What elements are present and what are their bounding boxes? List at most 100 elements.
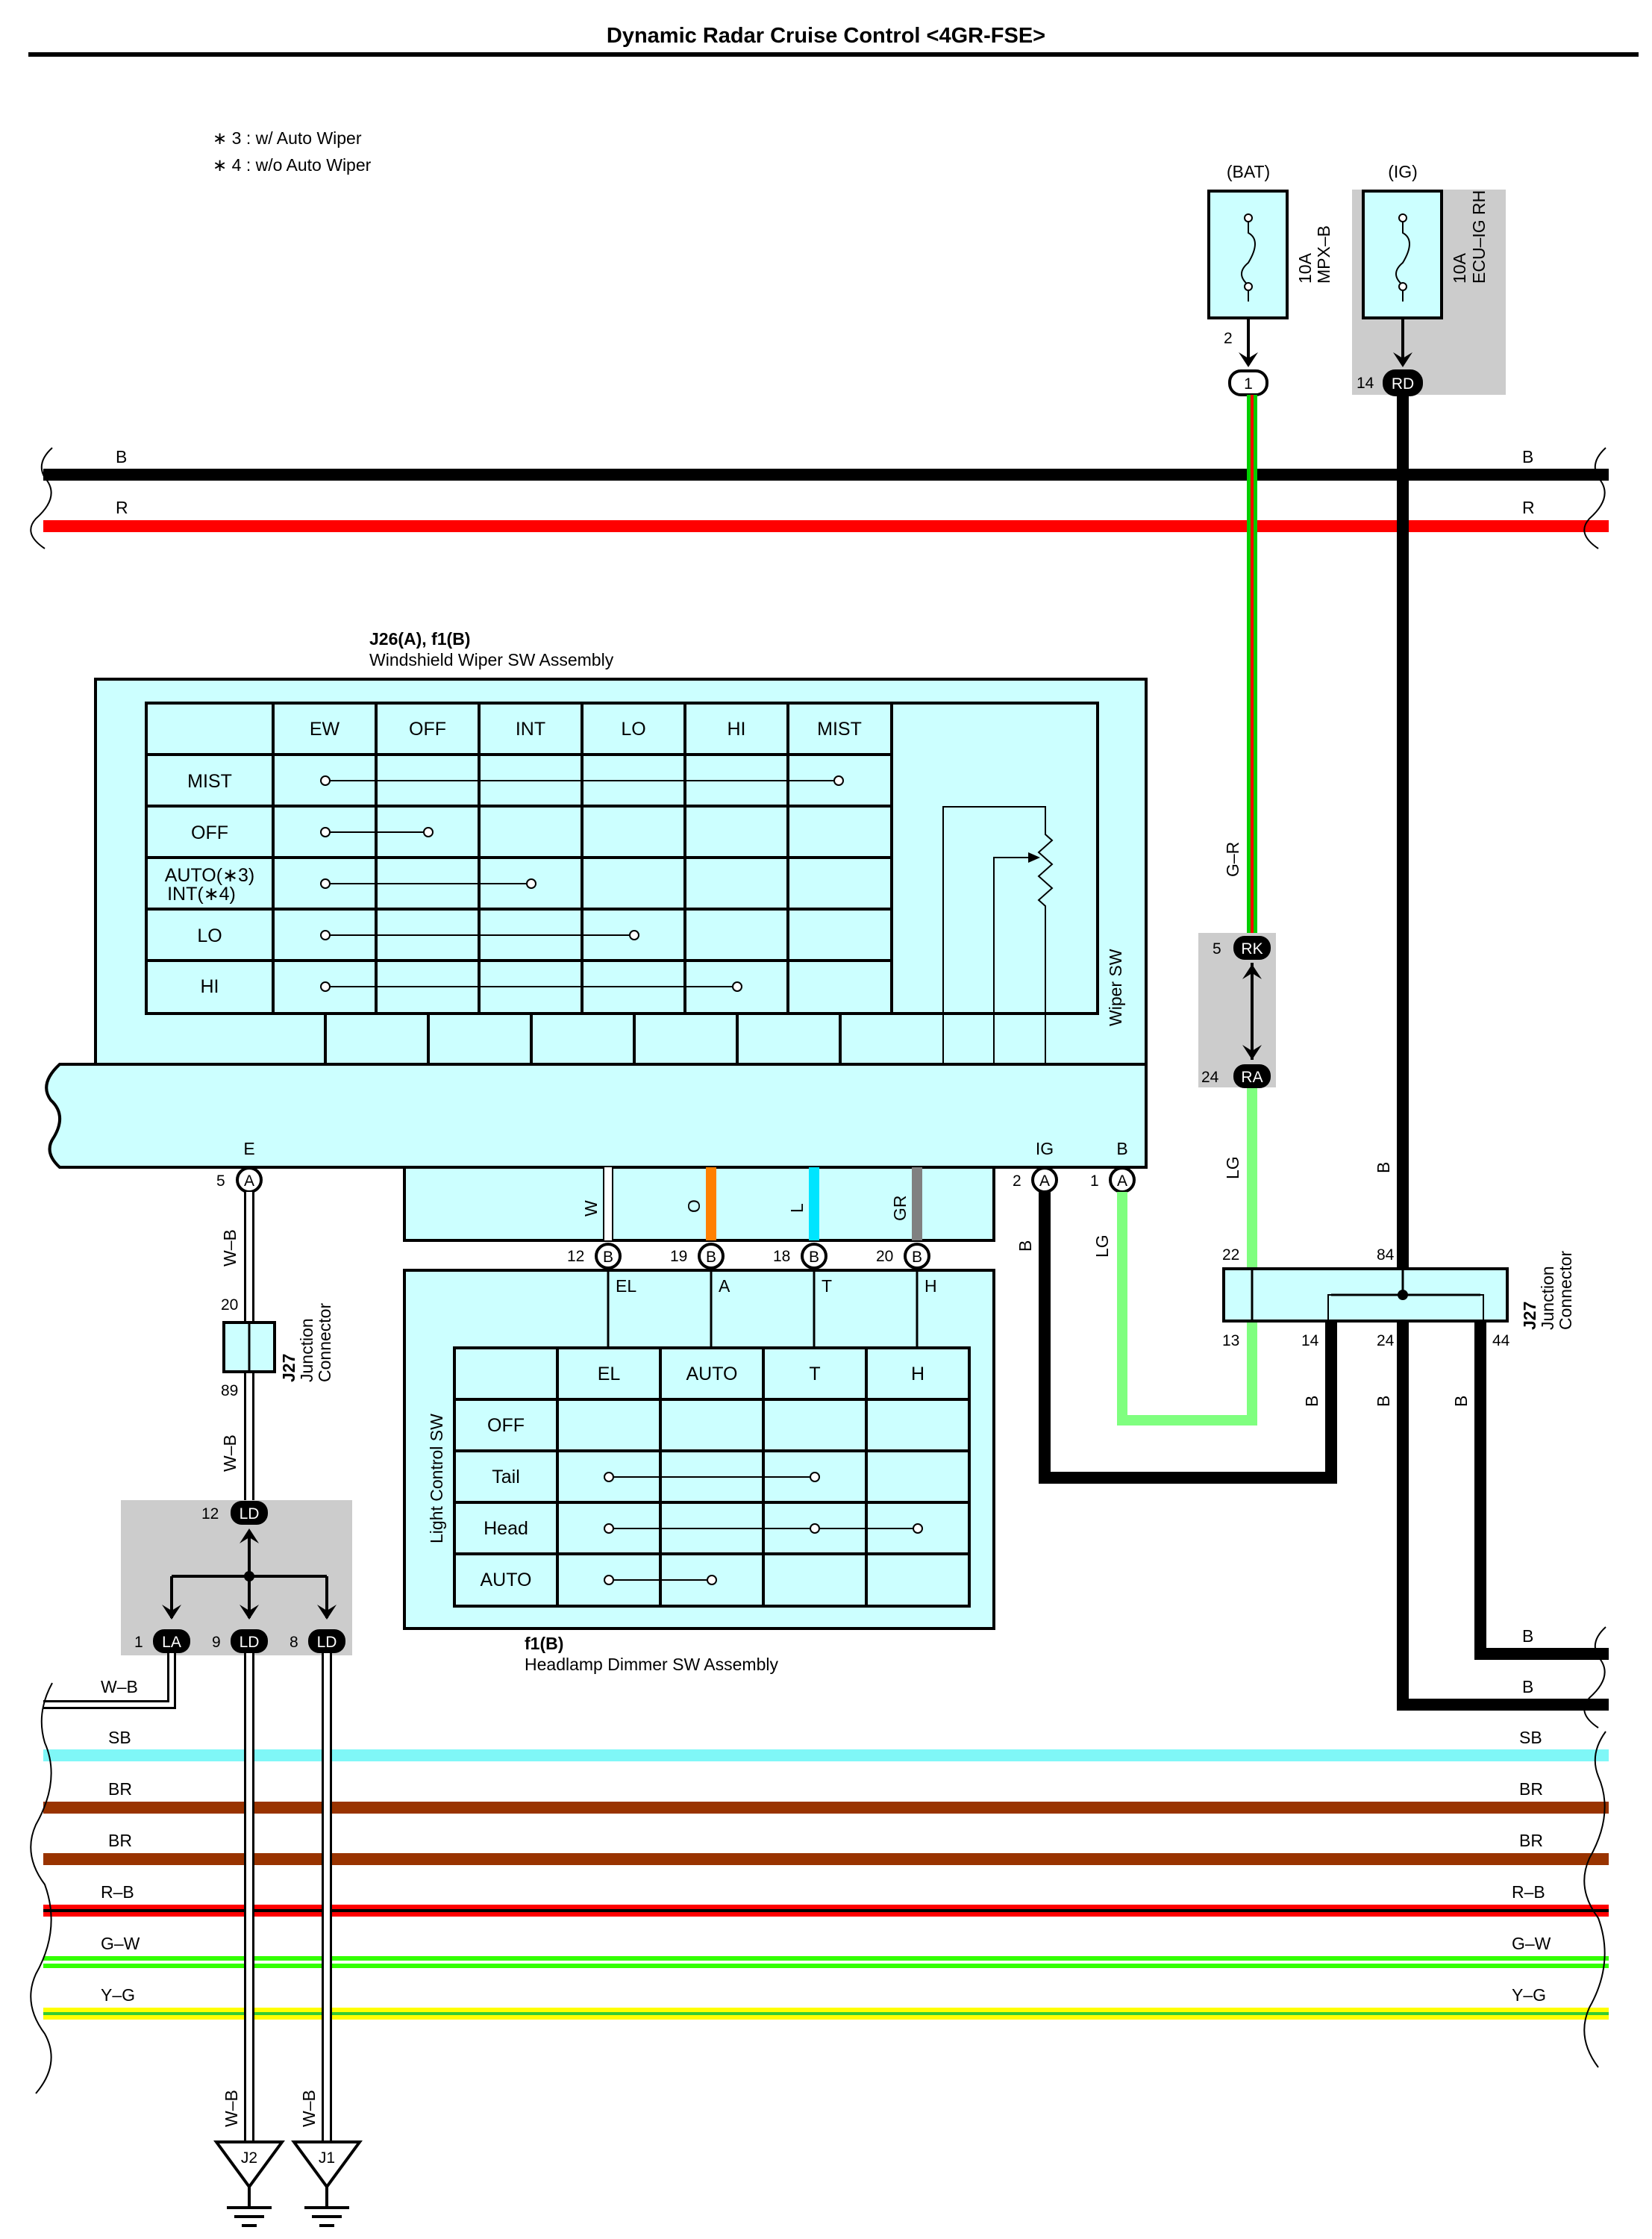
ig-label: (IG) <box>1388 162 1418 181</box>
pin-number: 12 <box>201 1505 219 1523</box>
pin-connector: B <box>706 1249 716 1266</box>
bottom-bus-g-w: G–W G–W <box>43 1934 1609 1968</box>
pin-number: 13 <box>1222 1332 1239 1349</box>
bus-label: G–W <box>1512 1934 1551 1953</box>
light-terminal-t: T <box>822 1276 832 1296</box>
wiper-row-int: INT(∗4) <box>167 884 236 905</box>
terminal-ig: IG <box>1036 1139 1054 1158</box>
pin-number: 9 <box>212 1634 221 1651</box>
bus-label: BR <box>1519 1831 1543 1850</box>
light-continuity <box>604 1472 923 1585</box>
wire-label: L <box>787 1203 807 1213</box>
fuse-rating: 10A <box>1295 252 1315 284</box>
light-sw-wires <box>603 1167 922 1240</box>
pin-connector: A <box>1117 1172 1127 1190</box>
top-bus-r: R R <box>43 498 1609 532</box>
connector-label: LD <box>240 1634 260 1651</box>
page-title: Dynamic Radar Cruise Control <4GR-FSE> <box>607 24 1045 48</box>
junction-code: J27 <box>279 1354 298 1382</box>
light-sw-name: Headlamp Dimmer SW Assembly <box>525 1655 778 1674</box>
pin-b-12: 12 B <box>567 1243 622 1270</box>
wire-label: B <box>1522 1626 1533 1646</box>
ground-splice: LD 12 LA LD LD 1 9 8 <box>134 1501 345 1653</box>
wire-label: W–B <box>220 1434 240 1472</box>
pin-number: 2 <box>1013 1172 1021 1190</box>
bus-label: B <box>116 447 127 466</box>
wiper-col-off: OFF <box>409 719 446 740</box>
bus-label: R–B <box>101 1882 134 1902</box>
junction-name: Connector <box>1556 1251 1575 1330</box>
light-row-auto: AUTO <box>481 1570 532 1590</box>
wire-label: W–B <box>299 2090 319 2127</box>
ground-label: J1 <box>319 2149 335 2167</box>
light-col-auto: AUTO <box>686 1364 738 1384</box>
pin-number: 5 <box>216 1172 225 1190</box>
pin-number: 8 <box>290 1634 298 1651</box>
pin-number: 20 <box>876 1248 893 1265</box>
junction-connector-j27-right: 22 84 13 14 24 44 J27 Junction Connector <box>1222 1246 1575 1349</box>
arrow-icon <box>1242 964 1262 979</box>
pin-b-19: 19 B <box>670 1243 725 1270</box>
bat-label: (BAT) <box>1227 162 1270 181</box>
bus-break-right <box>1583 1626 1606 1729</box>
wiper-row-auto: AUTO(∗3) <box>165 865 255 886</box>
bottom-bus-r-b: R–B R–B <box>43 1882 1609 1917</box>
junction-name: Junction <box>297 1318 316 1382</box>
bus-label: G–W <box>101 1934 140 1953</box>
wire-w-b-la <box>43 1653 176 1709</box>
wiper-col-mist: MIST <box>817 719 862 740</box>
connector-label: RA <box>1241 1069 1263 1086</box>
wire-label: B <box>1016 1240 1035 1252</box>
ground-label: J2 <box>241 2149 257 2167</box>
pin-number: 1 <box>1090 1172 1099 1190</box>
wiper-sw-side-label: Wiper SW <box>1106 949 1125 1026</box>
light-row-head: Head <box>484 1518 528 1539</box>
bus-break-left <box>30 1682 53 2094</box>
pin-number: 44 <box>1492 1332 1510 1349</box>
pin-number: 18 <box>773 1248 790 1265</box>
bus-label: SB <box>108 1728 131 1747</box>
arrow-icon <box>1239 352 1258 367</box>
terminal-e: E <box>243 1139 254 1158</box>
wire-label: W <box>581 1200 601 1217</box>
wiper-sw-lower <box>45 1063 1148 1169</box>
bus-label: Y–G <box>101 1985 135 2005</box>
bus-label: Y–G <box>1512 1985 1546 2005</box>
wire-label: B <box>1522 1677 1533 1696</box>
light-row-off: OFF <box>487 1415 525 1436</box>
pin-a-5: 5 A <box>216 1167 263 1193</box>
bus-label: BR <box>1519 1779 1543 1799</box>
pin-number: 89 <box>221 1382 238 1399</box>
bus-break-left <box>30 447 53 549</box>
light-col-h: H <box>911 1364 924 1384</box>
pin-connector: A <box>1039 1172 1050 1190</box>
pin-number: 12 <box>567 1248 584 1265</box>
light-sw-wire-box <box>403 1166 995 1242</box>
bottom-bus-br-2: BR BR <box>43 1831 1609 1865</box>
bus-label: SB <box>1519 1728 1542 1747</box>
wiper-sw-code: J26(A), f1(B) <box>369 629 470 649</box>
ground-j2: J2 <box>213 2140 285 2227</box>
terminal-b: B <box>1116 1139 1127 1158</box>
light-terminal-el: EL <box>616 1276 636 1296</box>
arrow-icon <box>1242 1045 1262 1060</box>
fuse-mpx-b: (BAT) 10A MPX–B 2 <box>1207 162 1333 347</box>
pin-a-2: 2 A <box>1013 1167 1058 1193</box>
connector-label: RK <box>1241 940 1263 958</box>
pin-number: 14 <box>1357 375 1374 392</box>
top-bus-b: B B <box>43 447 1609 481</box>
pin-number: 1 <box>134 1634 143 1651</box>
wiper-row-hi: HI <box>201 976 219 997</box>
light-terminal-h: H <box>924 1276 937 1296</box>
pin-number: 24 <box>1377 1332 1395 1349</box>
pin-number: 14 <box>1301 1332 1319 1349</box>
wire-label: LG <box>1092 1234 1112 1258</box>
bus-break-right <box>1583 1731 1606 2068</box>
pin-number: 24 <box>1201 1069 1219 1086</box>
note-auto-wiper: ∗ 3 : w/ Auto Wiper <box>213 128 362 148</box>
resistor-icon <box>942 806 1054 1063</box>
wiper-row-mist: MIST <box>187 771 232 792</box>
junction-code: J27 <box>1520 1302 1539 1330</box>
junction-name: Junction <box>1538 1266 1557 1330</box>
